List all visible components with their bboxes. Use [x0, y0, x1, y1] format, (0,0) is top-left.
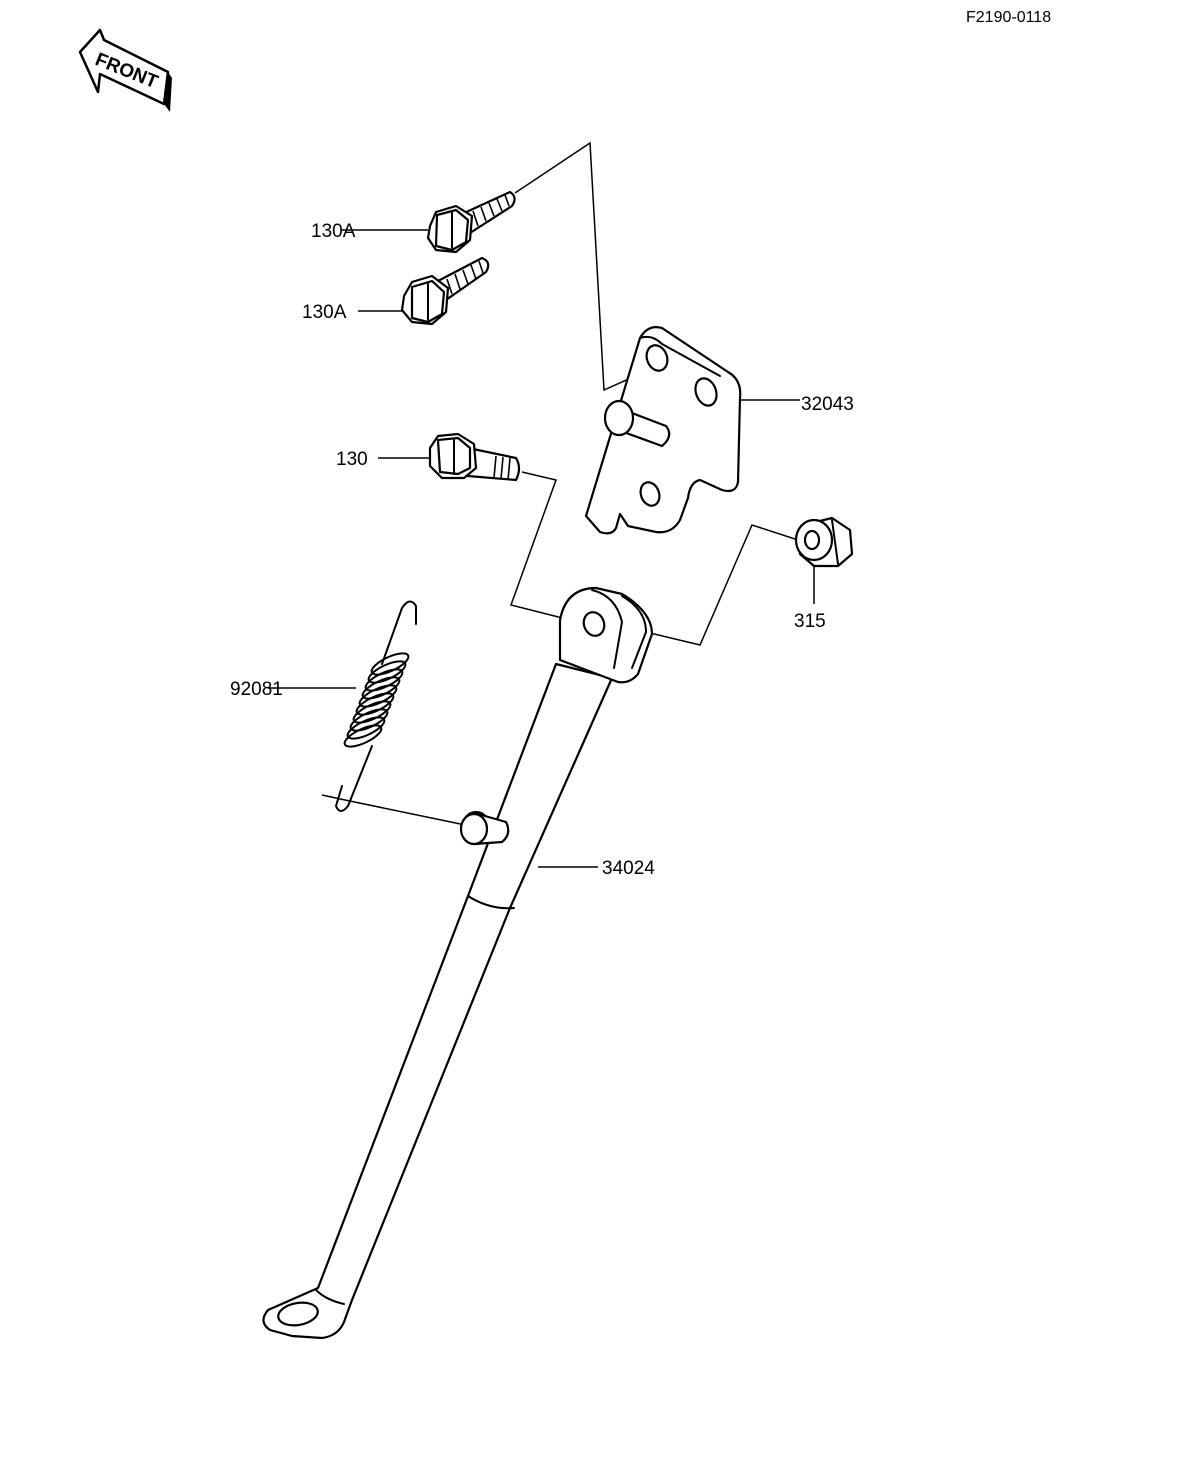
- label-130: 130: [336, 449, 368, 470]
- label-315: 315: [794, 611, 826, 632]
- label-130a-upper: 130A: [311, 221, 356, 242]
- label-32043: 32043: [801, 394, 854, 415]
- bracket-32043-icon: [584, 326, 742, 535]
- bolt-130a-lower-icon: [400, 256, 490, 326]
- assembly-lines: [268, 141, 815, 868]
- label-34024: 34024: [602, 858, 655, 879]
- spring-92081-icon: [335, 600, 417, 812]
- diagram-code: F2190-0118: [966, 9, 1051, 26]
- label-92081: 92081: [230, 679, 283, 700]
- front-arrow-icon: FRONT: [78, 28, 172, 112]
- pivot-bolt-130-icon: [428, 432, 521, 482]
- bolt-130a-upper-icon: [426, 190, 516, 254]
- nut-315-icon: [794, 516, 854, 568]
- side-stand-34024-icon: [262, 586, 654, 1340]
- label-130a-lower: 130A: [302, 302, 347, 323]
